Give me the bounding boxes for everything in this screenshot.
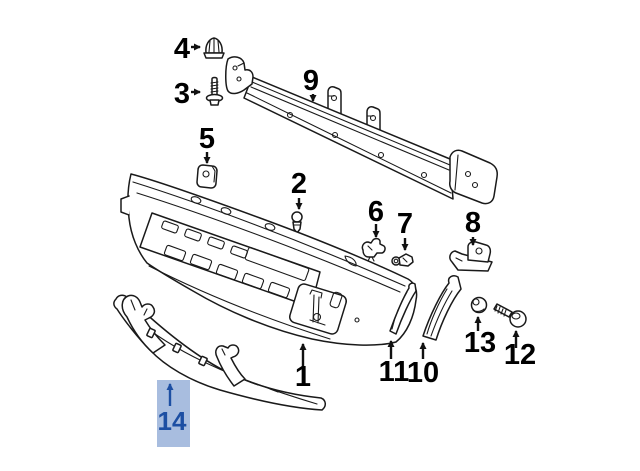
callout-3[interactable]: 3 (174, 78, 201, 110)
callout-2[interactable]: 2 (291, 168, 307, 210)
part-9-reinforcement-art (225, 56, 498, 205)
part-12-bolt-art (493, 303, 527, 328)
part-4-clip-art (203, 37, 225, 59)
callout-7-label[interactable]: 7 (397, 208, 413, 240)
part-2-clip-art (291, 211, 303, 234)
callout-6-label[interactable]: 6 (368, 196, 384, 228)
callout-10-label[interactable]: 10 (407, 357, 439, 389)
callout-14-label[interactable]: 14 (158, 406, 187, 436)
callout-6[interactable]: 6 (368, 196, 384, 238)
callout-1-label[interactable]: 1 (295, 361, 311, 393)
part-1-bumper-cover-art (120, 173, 418, 346)
callout-4[interactable]: 4 (174, 33, 201, 65)
callout-12[interactable]: 12 (504, 330, 536, 371)
callout-12-label[interactable]: 12 (504, 339, 536, 371)
part-14-spoiler-art (113, 294, 326, 411)
part-5-clip-art (196, 164, 218, 189)
callout-9-label[interactable]: 9 (303, 65, 319, 97)
part-6-clip-art (361, 237, 386, 262)
part-8-bracket-art (449, 241, 493, 272)
callout-2-label[interactable]: 2 (291, 168, 307, 200)
part-10-strip-art (422, 275, 462, 341)
callout-11[interactable]: 11 (379, 340, 410, 388)
callout-7[interactable]: 7 (397, 208, 413, 251)
part-3-screw-art (205, 76, 224, 106)
part-11-strip-art (389, 282, 417, 335)
callout-1[interactable]: 1 (295, 343, 311, 393)
callout-8-label[interactable]: 8 (465, 207, 481, 239)
callout-14-selected[interactable]: 14 (158, 383, 187, 436)
part-7-clip-art (391, 253, 414, 267)
callout-13-label[interactable]: 13 (464, 327, 496, 359)
selected-part-highlight[interactable] (157, 380, 190, 447)
callout-11-label[interactable]: 11 (379, 356, 410, 388)
callout-3-label[interactable]: 3 (174, 78, 190, 110)
callout-5-label[interactable]: 5 (199, 123, 215, 155)
callout-4-label[interactable]: 4 (174, 33, 190, 65)
callout-5[interactable]: 5 (199, 123, 215, 164)
callout-8[interactable]: 8 (465, 207, 481, 246)
callout-13[interactable]: 13 (464, 316, 496, 359)
part-13-grommet-art (470, 296, 488, 314)
callout-9[interactable]: 9 (303, 65, 319, 102)
callout-10[interactable]: 10 (407, 342, 439, 389)
